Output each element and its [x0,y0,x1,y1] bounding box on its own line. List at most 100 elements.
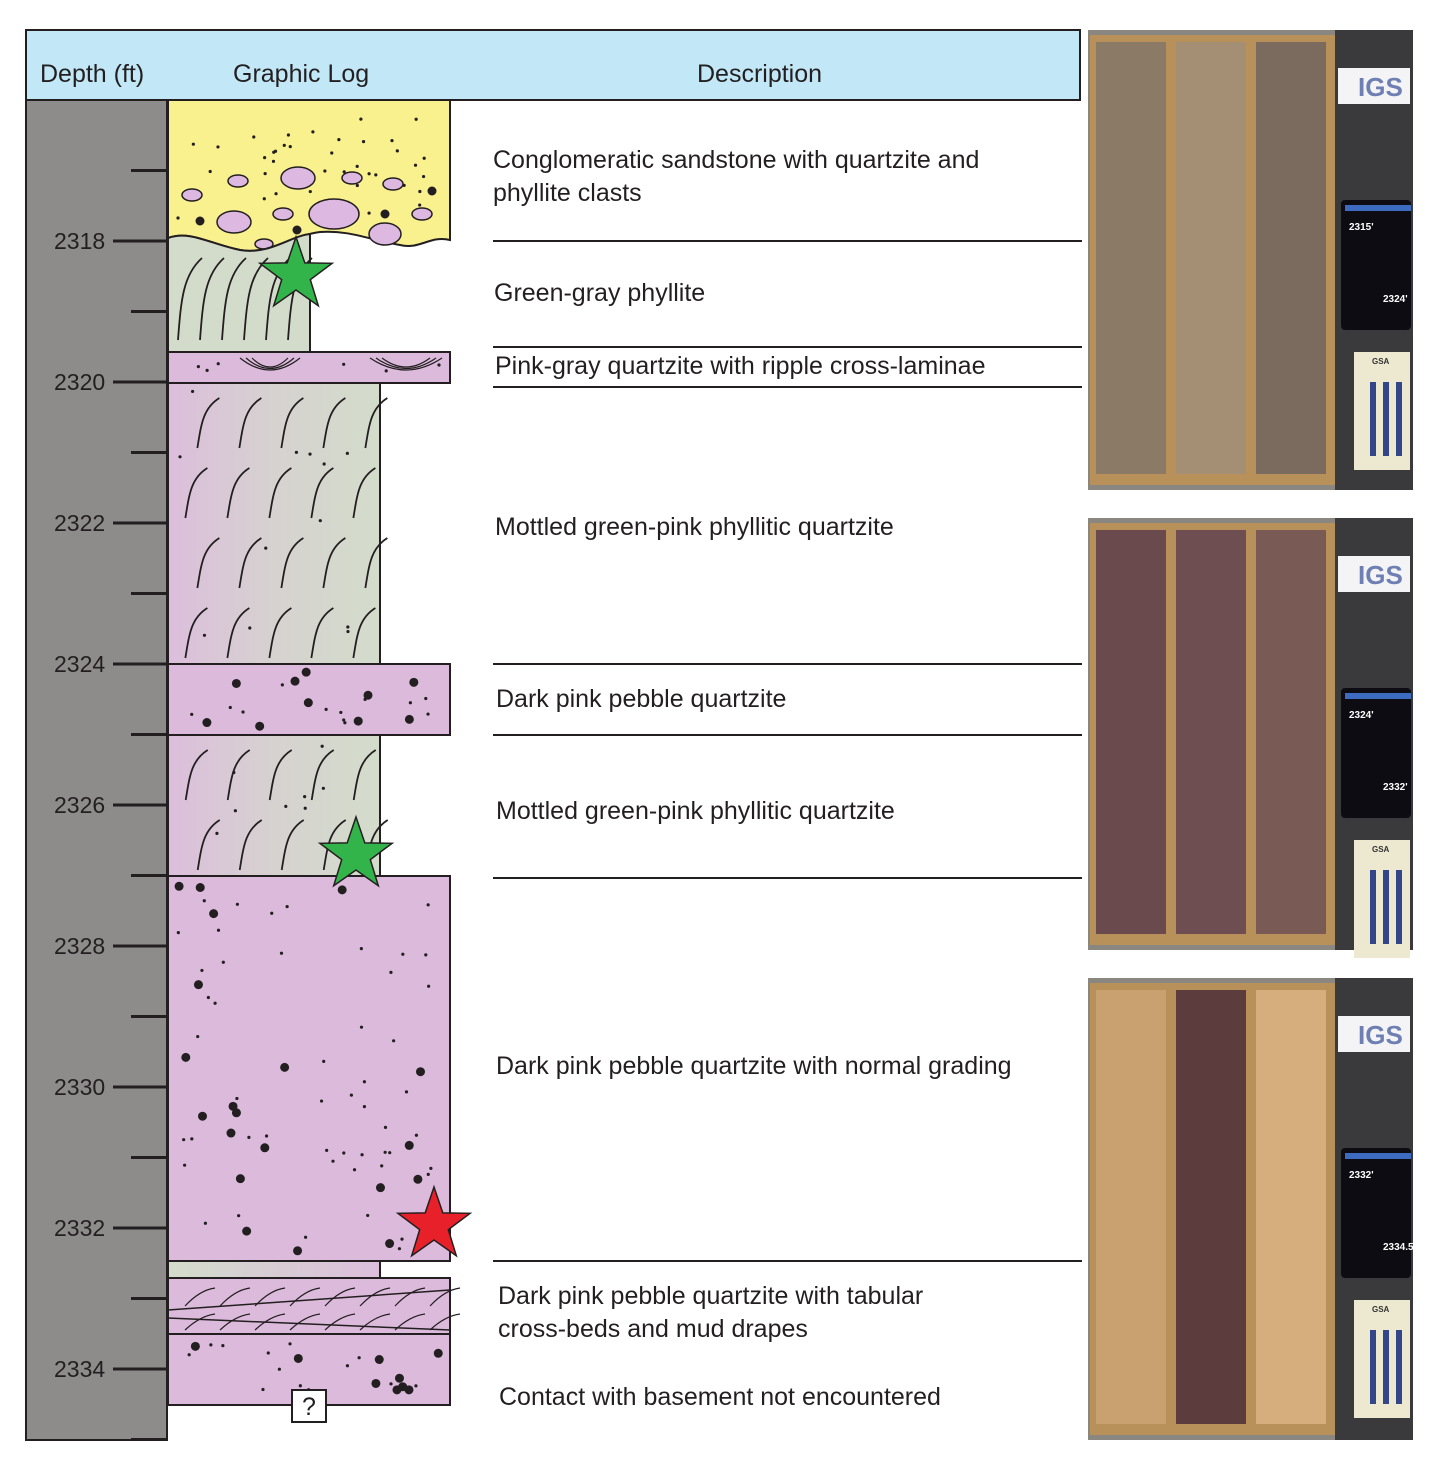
lamination-curl [177,257,203,341]
lamination-curl [226,607,250,659]
grain-dot [202,633,207,637]
grain-dot [288,1342,292,1346]
lamination-curl [364,397,388,449]
lamination-curl [352,467,376,519]
description-text: Dark pink pebble quartzite with tabular [498,1282,923,1310]
grain-dot [209,909,219,919]
grain-dot [418,189,422,194]
tablet-display [1341,1148,1411,1278]
gsa-card-label: GSA [1372,845,1390,854]
core-slot [1096,990,1166,1424]
ripple-laminae [375,357,437,369]
lamination-curl [322,819,347,871]
pebble-dot [292,225,302,235]
tablet-to-depth: 2332' [1383,782,1408,793]
cross-bed-surface [167,1289,451,1331]
grain-dot [290,676,300,686]
tablet-header-bar [1345,693,1411,699]
grain-dot [355,164,359,168]
lamination-curl [280,537,304,589]
grain-dot [353,716,363,726]
core-slot [1176,990,1246,1424]
grain-dot [404,1090,409,1094]
lamination-curl [322,397,346,449]
scale-bar [1370,870,1376,944]
grain-dot [216,362,220,366]
igs-logo-card [1338,68,1410,104]
grain-dot [383,1125,388,1130]
grain-dot [260,1143,270,1153]
description-header: Description [697,60,822,88]
grain-dot [343,721,347,725]
grain-dot [181,1052,191,1062]
grain-dot [384,369,388,373]
clast [411,207,433,221]
igs-logo-card [1338,1016,1410,1052]
grain-dot [367,172,371,176]
grain-dot [286,133,291,137]
description-text: Conglomeratic sandstone with quartzite a… [493,146,979,174]
grain-dot [426,1172,430,1177]
grain-dot [424,696,428,701]
lamination-curl [322,537,346,589]
clast [181,188,203,202]
description-text: Dark pink pebble quartzite with normal g… [496,1052,1012,1080]
description-text: phyllite clasts [493,179,642,207]
lamination-curl [196,819,221,871]
grain-dot [337,137,341,142]
grain-dot [321,786,325,790]
grain-dot [308,452,312,456]
grain-dot [215,831,219,835]
grain-dot [355,183,359,188]
grain-dot [357,1356,361,1360]
clast [227,174,249,188]
lamination-curl [226,749,251,801]
grain-dot [280,1062,290,1072]
scale-bar [1396,870,1402,944]
grain-dot [274,192,278,196]
grain-dot [266,1351,270,1355]
layer-pink-gray-quartzite [167,351,451,384]
grain-dot [293,1246,303,1256]
core-slot [1256,990,1326,1424]
lamination-curl [268,607,292,659]
grain-dot [209,1343,213,1347]
igs-logo-card [1338,556,1410,592]
grain-dot [375,1183,385,1193]
lamination-curl [238,537,262,589]
mud-drape [167,1260,381,1279]
gsa-card-label: GSA [1372,1305,1390,1314]
grain-dot [176,931,180,935]
description-text: cross-beds and mud drapes [498,1315,808,1343]
igs-logo: IGS [1358,72,1403,102]
grain-dot [231,1108,241,1118]
description-column: Conglomeratic sandstone with quartzite a… [493,146,1082,1411]
lamination-curl [238,819,263,871]
grain-dot [178,455,182,459]
tablet-from-depth: 2324' [1349,710,1374,721]
depth-label: 2320 [54,369,105,395]
grain-dot [196,1034,200,1039]
lamination-curl [352,749,377,801]
lamination-curl [310,607,334,659]
grain-dot [422,156,426,160]
lamination-curl [280,397,304,449]
grain-dot [190,712,194,716]
cross-lamina [289,1287,321,1331]
tablet-from-depth: 2332' [1349,1170,1374,1181]
description-text: Mottled green-pink phyllitic quartzite [496,797,895,825]
lamination-curl [238,397,262,449]
grain-dot [346,629,350,634]
grain-dot [270,911,274,915]
tablet-to-depth: 2334.5' [1383,1242,1416,1253]
grain-dot [264,546,268,550]
grain-dot [271,159,276,163]
grain-dot [363,690,373,700]
grain-dot [208,169,212,174]
grain-dot [337,885,347,895]
grain-dot [366,1213,370,1218]
pebble-dot [195,216,205,226]
core-photos: IGS2315'2324'GSAIGS2324'2332'GSAIGS2332'… [1088,30,1416,1440]
